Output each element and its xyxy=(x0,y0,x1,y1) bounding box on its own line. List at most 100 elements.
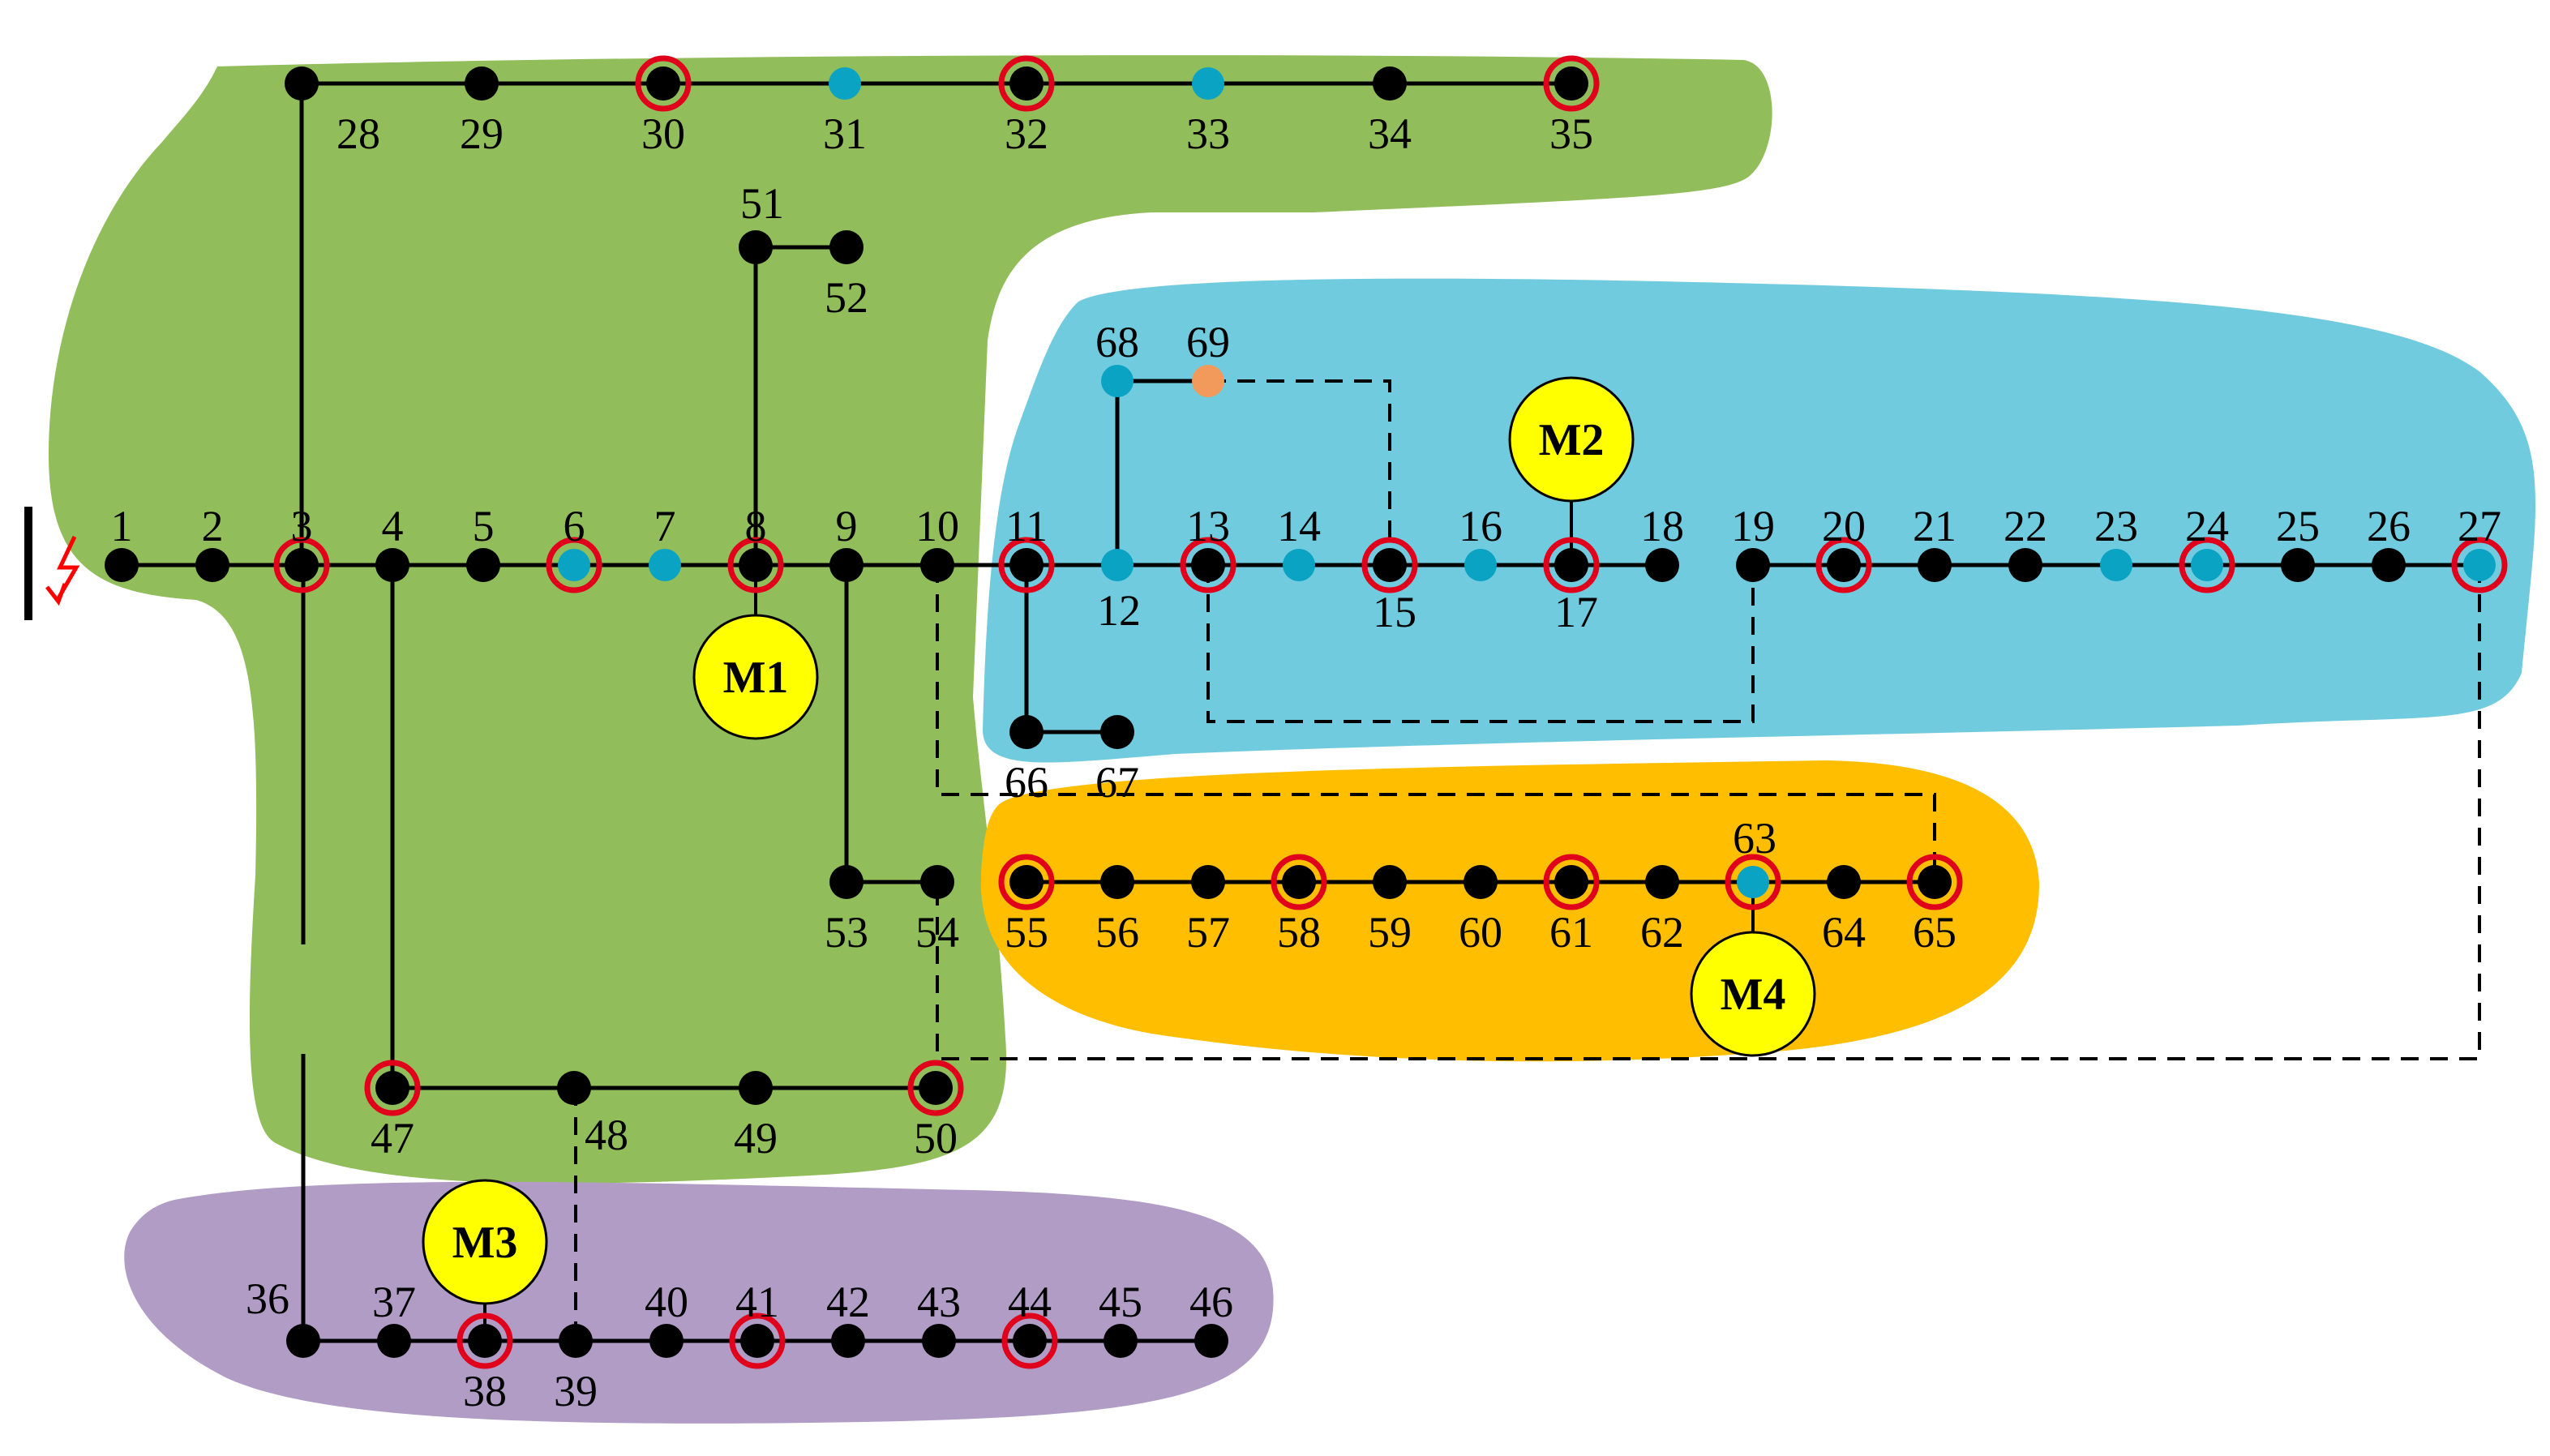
node-label-44: 44 xyxy=(1008,1278,1052,1326)
bus-dot-50 xyxy=(919,1071,953,1105)
bus-dot-14 xyxy=(1283,549,1315,581)
bus-dot-66 xyxy=(1009,715,1044,749)
node-label-4: 4 xyxy=(382,502,404,550)
switch-ring-44 xyxy=(1001,1313,1058,1369)
node-label-21: 21 xyxy=(1913,502,1956,550)
node-label-18: 18 xyxy=(1640,502,1684,550)
bus-node-1 xyxy=(105,548,139,582)
node-label-5: 5 xyxy=(473,502,495,550)
bus-node-31 xyxy=(829,67,861,100)
bus-node-6 xyxy=(546,537,602,593)
node-label-13: 13 xyxy=(1186,502,1230,550)
bus-node-33 xyxy=(1192,67,1224,100)
bus-node-45 xyxy=(1104,1324,1138,1358)
node-label-10: 10 xyxy=(915,502,959,550)
node-label-61: 61 xyxy=(1549,908,1593,957)
node-label-8: 8 xyxy=(745,502,767,550)
microgrid-label-m4: M4 xyxy=(1721,970,1786,1020)
node-label-3: 3 xyxy=(291,502,313,550)
bus-dot-63 xyxy=(1737,866,1769,898)
microgrid-circle-m1 xyxy=(692,614,819,740)
bus-dot-29 xyxy=(465,66,499,101)
bus-node-25 xyxy=(2281,548,2315,582)
bus-node-19 xyxy=(1736,548,1770,582)
bus-node-7 xyxy=(649,549,681,581)
bus-dot-55 xyxy=(1009,865,1044,899)
microgrid-circle-m4 xyxy=(1690,931,1816,1057)
bus-node-43 xyxy=(922,1324,956,1358)
bus-dot-18 xyxy=(1645,548,1679,582)
bus-dot-16 xyxy=(1464,549,1497,581)
switch-ring-11 xyxy=(998,537,1055,593)
node-label-9: 9 xyxy=(836,502,858,550)
bus-dot-65 xyxy=(1918,865,1952,899)
node-label-59: 59 xyxy=(1368,908,1412,957)
bus-node-51 xyxy=(739,230,773,264)
node-label-45: 45 xyxy=(1099,1278,1142,1326)
node-label-38: 38 xyxy=(463,1367,507,1415)
bus-dot-22 xyxy=(2008,548,2042,582)
bus-dot-42 xyxy=(831,1324,865,1358)
microgrid-m1: M1 xyxy=(692,614,819,740)
node-label-14: 14 xyxy=(1277,502,1321,550)
bus-node-9 xyxy=(829,548,864,582)
bus-node-39 xyxy=(559,1324,593,1358)
bus-node-53 xyxy=(829,865,864,899)
node-label-33: 33 xyxy=(1186,109,1230,158)
bus-dot-34 xyxy=(1373,66,1407,101)
node-label-15: 15 xyxy=(1373,588,1416,636)
bus-node-49 xyxy=(739,1071,773,1105)
node-label-22: 22 xyxy=(2004,502,2047,550)
bus-node-65 xyxy=(1906,854,1963,910)
bus-node-4 xyxy=(375,548,409,582)
bus-dot-57 xyxy=(1191,865,1225,899)
tie-switch-line xyxy=(936,565,2481,1060)
bus-node-47 xyxy=(364,1060,421,1116)
bus-dot-1 xyxy=(105,548,139,582)
node-label-57: 57 xyxy=(1186,908,1230,957)
node-label-67: 67 xyxy=(1095,758,1139,807)
switch-ring-24 xyxy=(2179,537,2235,593)
node-label-64: 64 xyxy=(1822,908,1866,957)
bus-dot-21 xyxy=(1918,548,1952,582)
bus-dot-46 xyxy=(1194,1324,1228,1358)
bus-node-21 xyxy=(1918,548,1952,582)
bus-node-38 xyxy=(456,1313,513,1369)
bus-dot-25 xyxy=(2281,548,2315,582)
bus-dot-6 xyxy=(558,549,590,581)
tie-switch-line xyxy=(1208,379,1391,565)
bus-node-44 xyxy=(1001,1313,1058,1369)
node-label-11: 11 xyxy=(1005,502,1048,550)
switch-ring-13 xyxy=(1180,537,1236,593)
bus-node-46 xyxy=(1194,1324,1228,1358)
bus-dot-4 xyxy=(375,548,409,582)
node-label-68: 68 xyxy=(1095,318,1139,366)
switch-ring-32 xyxy=(998,55,1055,112)
bus-node-67 xyxy=(1100,715,1134,749)
bus-node-11 xyxy=(998,537,1055,593)
bus-dot-13 xyxy=(1191,548,1225,582)
bus-dot-41 xyxy=(740,1324,774,1358)
node-label-50: 50 xyxy=(914,1114,958,1163)
bus-node-3 xyxy=(273,537,330,593)
node-label-47: 47 xyxy=(371,1114,414,1163)
bus-dot-67 xyxy=(1100,715,1134,749)
bus-dot-33 xyxy=(1192,67,1224,100)
regions xyxy=(49,55,2536,1424)
bus-node-32 xyxy=(998,55,1055,112)
bus-node-14 xyxy=(1283,549,1315,581)
source-bar xyxy=(24,507,32,620)
node-label-42: 42 xyxy=(826,1278,870,1326)
bus-dot-19 xyxy=(1736,548,1770,582)
bus-dot-20 xyxy=(1827,548,1861,582)
microgrid-m3: M3 xyxy=(422,1179,548,1305)
bus-dot-37 xyxy=(377,1324,411,1358)
node-label-49: 49 xyxy=(734,1114,778,1163)
switch-ring-41 xyxy=(729,1313,786,1369)
bus-dot-48 xyxy=(557,1071,591,1105)
microgrid-circle-m3 xyxy=(422,1179,548,1305)
switch-ring-35 xyxy=(1543,55,1600,112)
